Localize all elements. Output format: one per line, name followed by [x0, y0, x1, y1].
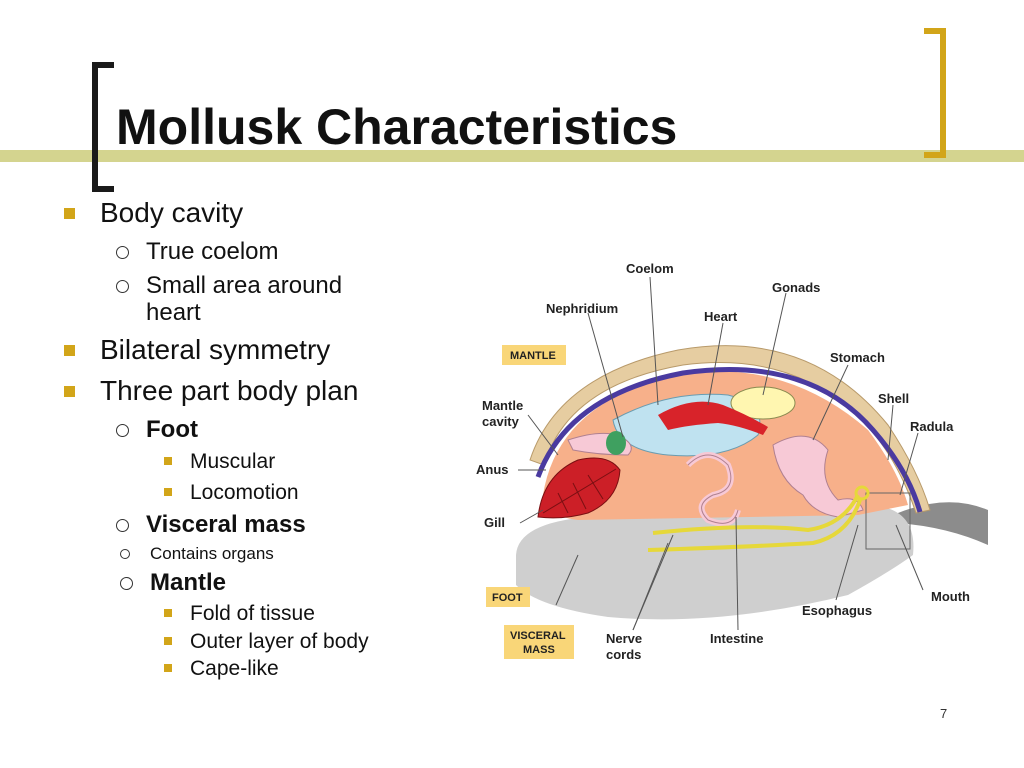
bullet-small-area-cont: heart	[146, 299, 201, 326]
label-gill: Gill	[484, 515, 505, 530]
label-intestine: Intestine	[710, 631, 763, 646]
bullet-true-coelom: True coelom	[116, 238, 279, 265]
slide-title: Mollusk Characteristics	[116, 99, 678, 155]
bullet-locomotion: Locomotion	[164, 481, 299, 504]
intestine-outline	[687, 454, 739, 524]
label-shell: Shell	[878, 391, 909, 406]
label-mantle: MANTLE	[510, 350, 556, 362]
mantle-line	[535, 367, 923, 513]
gill-lines	[542, 468, 617, 514]
label-nerve-cords-cont: cords	[606, 647, 641, 662]
bullet-cape-like: Cape-like	[164, 657, 279, 680]
bullet-fold-of-tissue: Fold of tissue	[164, 602, 315, 625]
title-underline-bar	[0, 150, 1024, 162]
label-anus: Anus	[476, 462, 509, 477]
label-visceral-mass: VISCERAL	[510, 630, 566, 642]
label-esophagus: Esophagus	[802, 603, 872, 618]
label-stomach: Stomach	[830, 350, 885, 365]
shell-shape	[529, 345, 931, 514]
radula-box	[865, 492, 911, 550]
page-number: 7	[940, 706, 948, 721]
nerve-cords	[647, 494, 862, 552]
bullet-bilateral-symmetry: Bilateral symmetry	[63, 334, 331, 365]
bullet-small-area: Small area around	[115, 272, 343, 299]
bullet-contains-organs: Contains organs	[120, 544, 274, 563]
label-gonads: Gonads	[772, 280, 820, 295]
heart-shape	[658, 401, 768, 435]
label-heart: Heart	[704, 309, 738, 324]
bullet-outer-layer: Outer layer of body	[164, 630, 369, 653]
foot-label-box	[486, 587, 530, 607]
label-nerve-cords: Nerve	[606, 631, 642, 646]
label-nephridium: Nephridium	[546, 301, 618, 316]
bullet-muscular: Muscular	[163, 450, 276, 473]
mollusk-anatomy-diagram: Coelom Gonads Nephridium Heart Stomach S…	[476, 261, 988, 662]
gonads-shape	[730, 386, 796, 420]
label-mantle-cavity-cont: cavity	[482, 414, 520, 429]
mantle-label-box	[502, 345, 566, 365]
visceral-mass-label-box	[504, 625, 574, 659]
direction-arrow	[898, 502, 988, 545]
leader-lines	[518, 276, 924, 631]
label-visceral-mass-cont: MASS	[523, 644, 555, 656]
title-bracket-right	[924, 28, 946, 158]
title-bracket-left	[92, 62, 114, 192]
label-mouth: Mouth	[931, 589, 970, 604]
radula-ring	[854, 485, 870, 501]
foot-shape	[516, 505, 914, 620]
bullet-visceral-mass: Visceral mass	[116, 511, 306, 538]
bullet-three-part-body-plan: Three part body plan	[63, 375, 359, 406]
bullet-foot: Foot	[116, 416, 198, 443]
label-radula: Radula	[910, 419, 954, 434]
gill-shape	[537, 457, 621, 519]
bullet-body-cavity: Body cavity	[63, 197, 244, 228]
label-mantle-cavity: Mantle	[482, 398, 523, 413]
label-foot: FOOT	[492, 592, 523, 604]
label-coelom: Coelom	[626, 261, 674, 276]
green-organ	[606, 431, 626, 455]
bullet-mantle: Mantle	[119, 569, 227, 596]
